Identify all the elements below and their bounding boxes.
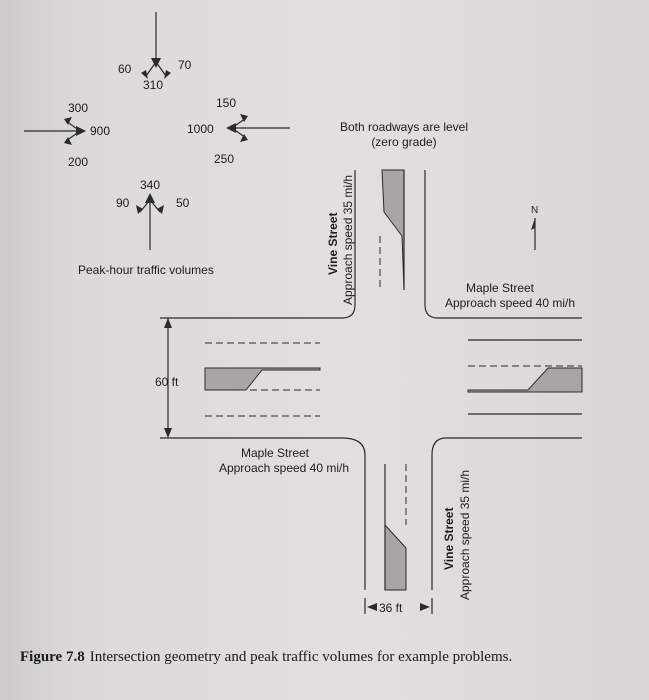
sb-right-volume: 70 — [178, 58, 192, 72]
nb-through-volume: 340 — [140, 178, 160, 192]
sb-through-volume: 310 — [143, 78, 163, 92]
maple-street-name-east: Maple Street — [466, 281, 535, 295]
volume-caption: Peak-hour traffic volumes — [78, 263, 214, 277]
vine-street-name-north: Vine Street — [326, 213, 340, 275]
vine-width-label: 36 ft — [379, 601, 403, 615]
grade-note-line2: (zero grade) — [371, 135, 436, 149]
width-60ft-label: 60 ft — [155, 375, 179, 389]
maple-street-speed-west: Approach speed 40 mi/h — [219, 461, 349, 475]
wb-through-volume: 1000 — [187, 122, 214, 136]
figure-caption: Figure 7.8 Intersection geometry and peak… — [20, 649, 512, 665]
eb-right-volume: 200 — [68, 155, 88, 169]
figure-caption-text: Intersection geometry and peak traffic v… — [90, 649, 513, 665]
sb-left-volume: 60 — [118, 62, 132, 76]
wb-left-volume: 250 — [214, 152, 234, 166]
grade-note-line1: Both roadways are level — [340, 120, 468, 134]
vine-street-speed-north: Approach speed 35 mi/h — [341, 175, 355, 305]
north-label: N — [531, 205, 538, 216]
vine-street-speed-south: Approach speed 35 mi/h — [458, 470, 472, 600]
volume-diagram: 60 310 70 150 1000 250 300 900 200 90 34… — [24, 12, 290, 277]
maple-street-speed-east: Approach speed 40 mi/h — [445, 296, 575, 310]
nb-left-volume: 90 — [116, 196, 130, 210]
figure-label: Figure 7.8 — [20, 649, 85, 665]
eb-left-volume: 300 — [68, 101, 88, 115]
intersection-geometry: 60 ft 36 ft — [155, 169, 583, 615]
eb-through-volume: 900 — [90, 124, 110, 138]
wb-right-volume: 150 — [216, 96, 236, 110]
vine-street-name-south: Vine Street — [442, 508, 456, 570]
maple-street-name-west: Maple Street — [241, 446, 310, 460]
north-arrow-icon: N — [531, 205, 538, 250]
nb-right-volume: 50 — [176, 196, 190, 210]
